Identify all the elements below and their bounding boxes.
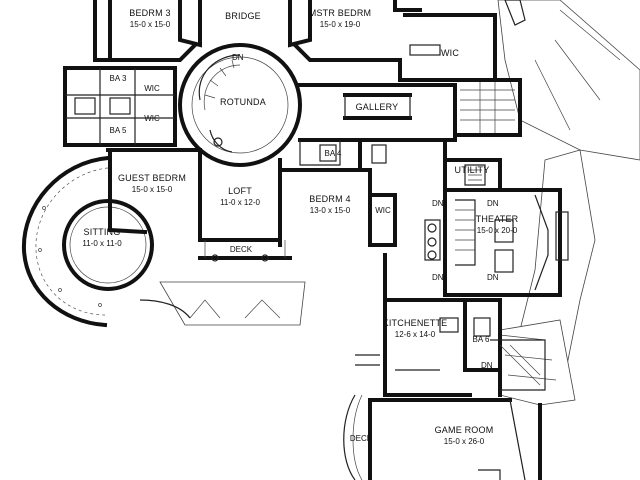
room-size-sitting: 11-0 x 11-0 xyxy=(82,239,122,248)
stair-dn-theater-bottom-right: DN xyxy=(487,273,499,282)
room-name-wic-1: WIC xyxy=(441,48,459,58)
room-name-wic-4: WIC xyxy=(375,206,391,215)
room-name-guest-bedrm: GUEST BEDRM xyxy=(118,173,186,183)
stair-dn-rotunda: DN xyxy=(232,53,244,62)
stair-markers: DN DN DN DN DN DN xyxy=(232,53,499,370)
room-name-gallery: GALLERY xyxy=(356,102,399,112)
room-size-loft: 11-0 x 12-0 xyxy=(220,198,260,207)
stair-dn-theater-top-right: DN xyxy=(487,199,499,208)
room-name-sitting: SITTING xyxy=(84,227,121,237)
stair-details xyxy=(198,0,546,391)
room-size-game-room: 15-0 x 26-0 xyxy=(444,437,485,446)
room-size-kitchenette: 12-6 x 14-0 xyxy=(395,330,436,339)
room-name-mstr-bedrm: MSTR BEDRM xyxy=(309,8,372,18)
room-size-bedrm4: 13-0 x 15-0 xyxy=(310,206,351,215)
room-name-rotunda: ROTUNDA xyxy=(220,97,266,107)
walls xyxy=(63,0,569,480)
stair-dn-ba6: DN xyxy=(481,361,493,370)
room-name-bedrm3: BEDRM 3 xyxy=(129,8,170,18)
room-name-deck-2: DECK xyxy=(350,434,373,443)
room-size-bedrm3: 15-0 x 15-0 xyxy=(130,20,171,29)
room-name-ba5: BA 5 xyxy=(110,126,127,135)
room-name-wic-3: WIC xyxy=(144,114,160,123)
exterior-roof-areas xyxy=(159,0,640,406)
room-size-guest-bedrm: 15-0 x 15-0 xyxy=(132,185,173,194)
room-name-game-room: GAME ROOM xyxy=(435,425,494,435)
room-name-deck-1: DECK xyxy=(230,245,253,254)
room-name-kitchenette: KITCHENETTE xyxy=(383,318,448,328)
room-name-bedrm4: BEDRM 4 xyxy=(309,194,350,204)
room-size-theater: 15-0 x 20-0 xyxy=(477,226,518,235)
room-name-loft: LOFT xyxy=(228,186,252,196)
stair-dn-theater-bottom-left: DN xyxy=(432,273,444,282)
room-name-wic-2: WIC xyxy=(144,84,160,93)
fixtures xyxy=(74,44,514,480)
room-size-mstr-bedrm: 15-0 x 19-0 xyxy=(320,20,361,29)
room-name-ba6: BA 6 xyxy=(473,335,490,344)
room-name-ba3: BA 3 xyxy=(110,74,127,83)
room-name-theater: THEATER xyxy=(476,214,519,224)
room-name-ba4: BA 4 xyxy=(325,149,342,158)
room-name-bridge: BRIDGE xyxy=(225,11,261,21)
room-name-utility: UTILITY xyxy=(455,165,490,175)
room-labels: BEDRM 3 15-0 x 15-0 BRIDGE MSTR BEDRM 15… xyxy=(82,8,518,446)
stair-dn-theater-top-left: DN xyxy=(432,199,444,208)
